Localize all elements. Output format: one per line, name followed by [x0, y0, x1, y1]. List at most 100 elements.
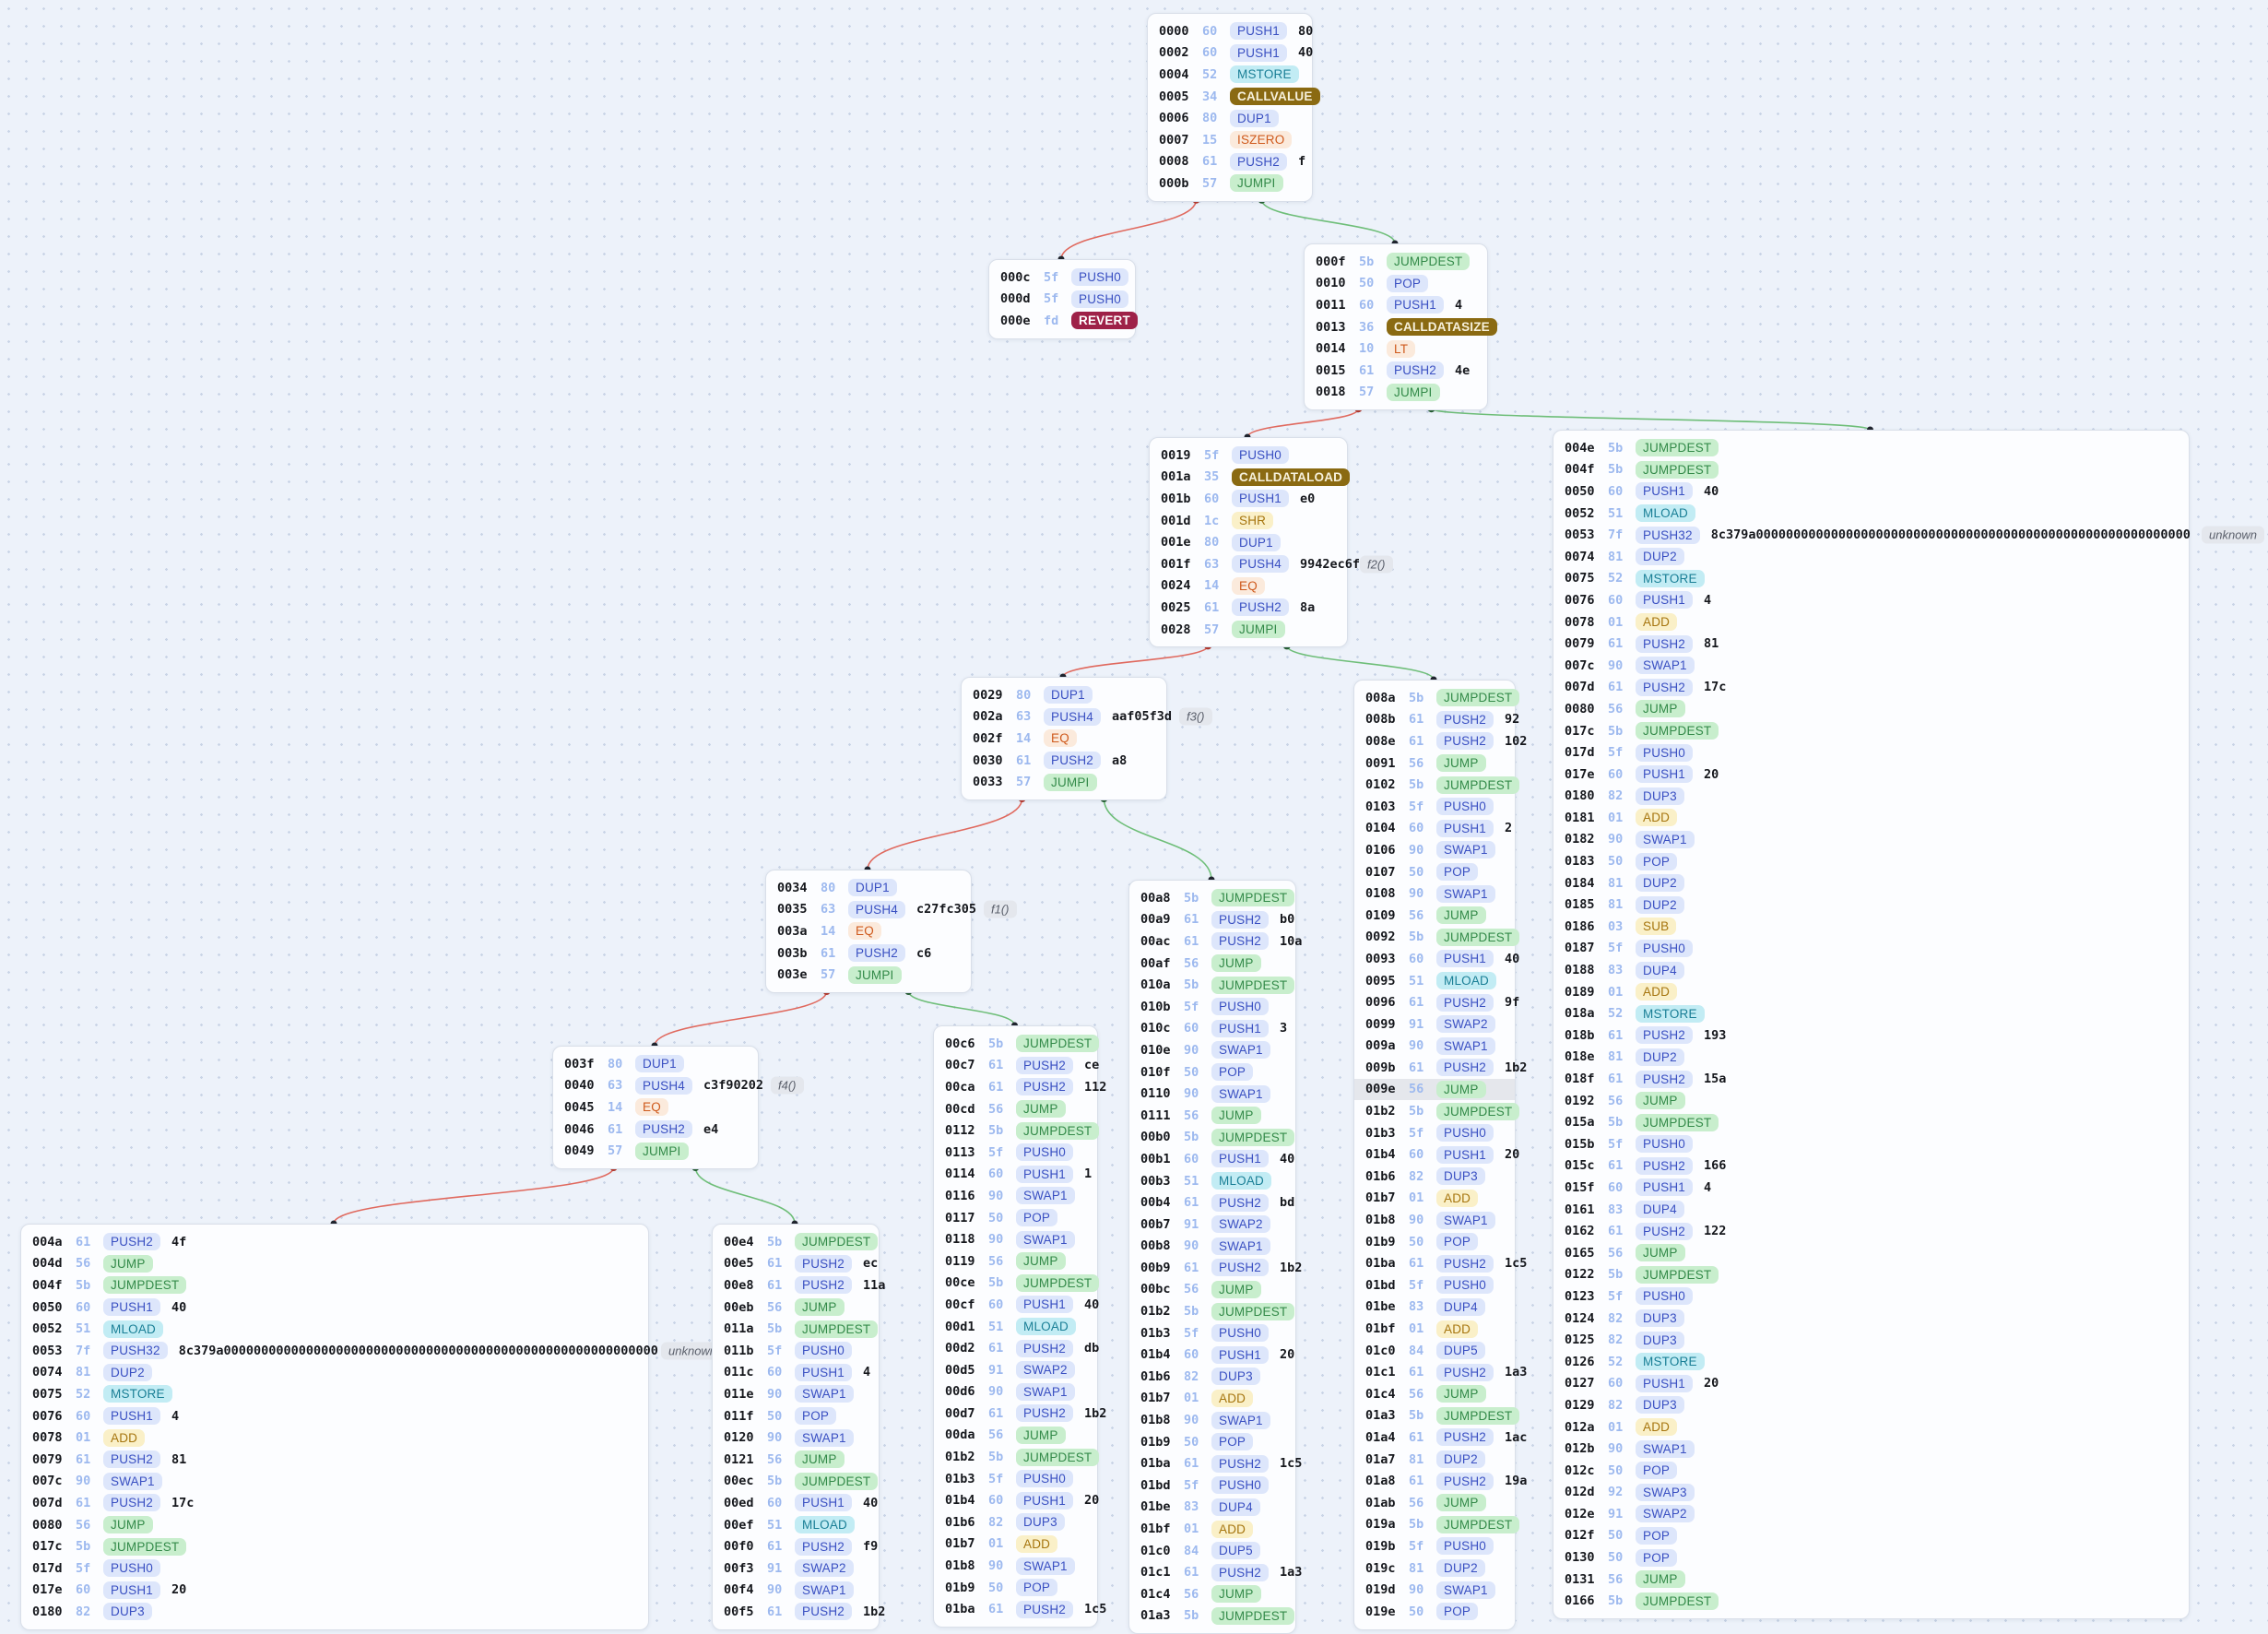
instruction-row-017e[interactable]: 017e60PUSH120: [21, 1580, 648, 1602]
instruction-row-010e[interactable]: 010e90SWAP1: [1129, 1039, 1295, 1061]
instruction-row-0186[interactable]: 018603SUB: [1553, 916, 2189, 938]
instruction-row-01a3[interactable]: 01a35bJUMPDEST: [1354, 1405, 1520, 1427]
instruction-row-0189[interactable]: 018901ADD: [1553, 981, 2189, 1003]
instruction-row-007d[interactable]: 007d61PUSH217c: [1553, 677, 2189, 699]
instruction-row-004f[interactable]: 004f5bJUMPDEST: [1553, 459, 2189, 481]
instruction-row-019a[interactable]: 019a5bJUMPDEST: [1354, 1514, 1520, 1536]
instruction-row-0108[interactable]: 010890SWAP1: [1354, 882, 1515, 905]
instruction-row-0035[interactable]: 003563PUSH4c27fc305f1(): [766, 899, 1017, 921]
instruction-row-0127[interactable]: 012760PUSH120: [1553, 1373, 2189, 1395]
instruction-row-015f[interactable]: 015f60PUSH14: [1553, 1177, 2189, 1199]
instruction-row-0006[interactable]: 000680DUP1: [1148, 107, 1312, 129]
instruction-row-0011[interactable]: 001160PUSH14: [1305, 294, 1487, 316]
instruction-row-004d[interactable]: 004d56JUMP: [21, 1253, 648, 1275]
instruction-row-00c7[interactable]: 00c761PUSH2ce: [934, 1055, 1099, 1077]
basic-block-node-0000[interactable]: 000060PUSH180000260PUSH140000452MSTORE00…: [1147, 13, 1320, 202]
instruction-row-0118[interactable]: 011890SWAP1: [934, 1228, 1097, 1250]
instruction-row-01c4[interactable]: 01c456JUMP: [1129, 1583, 1295, 1605]
instruction-row-007c[interactable]: 007c90SWAP1: [1553, 655, 2189, 677]
instruction-row-0107[interactable]: 010750POP: [1354, 861, 1515, 883]
instruction-row-00ed[interactable]: 00ed60PUSH140: [713, 1492, 879, 1514]
instruction-row-01bf[interactable]: 01bf01ADD: [1129, 1518, 1295, 1540]
instruction-row-002f[interactable]: 002f14EQ: [962, 728, 1166, 750]
instruction-row-0183[interactable]: 018350POP: [1553, 850, 2189, 872]
instruction-row-01b3[interactable]: 01b35fPUSH0: [934, 1468, 1097, 1490]
instruction-row-0182[interactable]: 018290SWAP1: [1553, 829, 2189, 851]
instruction-row-0049[interactable]: 004957JUMPI: [553, 1140, 758, 1162]
instruction-row-01a8[interactable]: 01a861PUSH219a: [1354, 1470, 1527, 1492]
instruction-row-01b2[interactable]: 01b25bJUMPDEST: [1129, 1300, 1295, 1322]
instruction-row-0024[interactable]: 002414EQ: [1150, 575, 1347, 598]
instruction-row-0007[interactable]: 000715ISZERO: [1148, 129, 1312, 151]
instruction-row-00f0[interactable]: 00f061PUSH2f9: [713, 1535, 879, 1557]
instruction-row-0092[interactable]: 00925bJUMPDEST: [1354, 927, 1520, 949]
instruction-row-00ac[interactable]: 00ac61PUSH210a: [1129, 930, 1302, 953]
instruction-row-0121[interactable]: 012156JUMP: [713, 1449, 879, 1471]
instruction-row-01b4[interactable]: 01b460PUSH120: [1354, 1143, 1519, 1166]
instruction-row-0025[interactable]: 002561PUSH28a: [1150, 597, 1347, 619]
instruction-row-0053[interactable]: 00537fPUSH328c379a0000000000000000000000…: [21, 1340, 725, 1362]
instruction-row-00d6[interactable]: 00d690SWAP1: [934, 1381, 1097, 1403]
basic-block-node-000f[interactable]: 000f5bJUMPDEST001050POP001160PUSH1400133…: [1304, 243, 1497, 411]
instruction-row-012b[interactable]: 012b90SWAP1: [1553, 1438, 2189, 1460]
instruction-row-019c[interactable]: 019c81DUP2: [1354, 1557, 1515, 1580]
instruction-row-011a[interactable]: 011a5bJUMPDEST: [713, 1318, 879, 1340]
instruction-row-0113[interactable]: 01135fPUSH0: [934, 1142, 1097, 1164]
instruction-row-0033[interactable]: 003357JUMPI: [962, 771, 1166, 793]
instruction-row-000c[interactable]: 000c5fPUSH0: [989, 266, 1135, 289]
instruction-row-00b4[interactable]: 00b461PUSH2bd: [1129, 1191, 1295, 1214]
instruction-row-0034[interactable]: 003480DUP1: [766, 877, 971, 899]
instruction-row-0126[interactable]: 012652MSTORE: [1553, 1351, 2189, 1373]
instruction-row-0080[interactable]: 008056JUMP: [1553, 698, 2189, 720]
instruction-row-018b[interactable]: 018b61PUSH2193: [1553, 1024, 2189, 1047]
instruction-row-01b9[interactable]: 01b950POP: [1129, 1431, 1295, 1453]
instruction-row-0005[interactable]: 000534CALLVALUE: [1148, 86, 1320, 108]
instruction-row-0079[interactable]: 007961PUSH281: [1553, 633, 2189, 655]
instruction-row-0106[interactable]: 010690SWAP1: [1354, 839, 1515, 861]
instruction-row-0116[interactable]: 011690SWAP1: [934, 1185, 1097, 1207]
instruction-row-001f[interactable]: 001f63PUSH49942ec6ff2(): [1150, 553, 1393, 575]
instruction-row-01bd[interactable]: 01bd5fPUSH0: [1354, 1274, 1515, 1297]
basic-block-node-0034[interactable]: 003480DUP1003563PUSH4c27fc305f1()003a14E…: [765, 870, 1017, 993]
instruction-row-0095[interactable]: 009551MLOAD: [1354, 970, 1515, 992]
instruction-row-01b8[interactable]: 01b890SWAP1: [1129, 1409, 1295, 1431]
instruction-row-0131[interactable]: 013156JUMP: [1553, 1569, 2189, 1591]
instruction-row-0079[interactable]: 007961PUSH281: [21, 1449, 648, 1471]
instruction-row-00b9[interactable]: 00b961PUSH21b2: [1129, 1257, 1302, 1279]
instruction-row-00bc[interactable]: 00bc56JUMP: [1129, 1279, 1295, 1301]
instruction-row-00af[interactable]: 00af56JUMP: [1129, 953, 1295, 975]
instruction-row-0110[interactable]: 011090SWAP1: [1129, 1083, 1295, 1105]
instruction-row-002a[interactable]: 002a63PUSH4aaf05f3df3(): [962, 706, 1212, 728]
instruction-row-0180[interactable]: 018082DUP3: [21, 1601, 648, 1623]
instruction-row-00ec[interactable]: 00ec5bJUMPDEST: [713, 1471, 879, 1493]
instruction-row-01b7[interactable]: 01b701ADD: [1129, 1388, 1295, 1410]
basic-block-node-000c[interactable]: 000c5fPUSH0000d5fPUSH0000efdREVERT: [988, 259, 1138, 339]
instruction-row-0053[interactable]: 00537fPUSH328c379a0000000000000000000000…: [1553, 524, 2265, 546]
instruction-row-010c[interactable]: 010c60PUSH13: [1129, 1018, 1295, 1040]
instruction-row-01be[interactable]: 01be83DUP4: [1354, 1297, 1515, 1319]
instruction-row-012d[interactable]: 012d92SWAP3: [1553, 1482, 2189, 1504]
basic-block-node-00c6[interactable]: 00c65bJUMPDEST00c761PUSH2ce00ca61PUSH211…: [933, 1025, 1106, 1628]
instruction-row-01c0[interactable]: 01c084DUP5: [1129, 1540, 1295, 1562]
instruction-row-000e[interactable]: 000efdREVERT: [989, 310, 1138, 332]
instruction-row-017d[interactable]: 017d5fPUSH0: [1553, 741, 2189, 764]
instruction-row-01b2[interactable]: 01b25bJUMPDEST: [934, 1446, 1100, 1468]
instruction-row-0119[interactable]: 011956JUMP: [934, 1250, 1097, 1273]
instruction-row-0104[interactable]: 010460PUSH12: [1354, 818, 1515, 840]
instruction-row-01b7[interactable]: 01b701ADD: [1354, 1188, 1515, 1210]
instruction-row-00d7[interactable]: 00d761PUSH21b2: [934, 1403, 1106, 1425]
instruction-row-015b[interactable]: 015b5fPUSH0: [1553, 1133, 2189, 1155]
instruction-row-009b[interactable]: 009b61PUSH21b2: [1354, 1057, 1527, 1079]
instruction-row-0000[interactable]: 000060PUSH180: [1148, 20, 1313, 42]
instruction-row-0008[interactable]: 000861PUSH2f: [1148, 151, 1312, 173]
instruction-row-012f[interactable]: 012f50POP: [1553, 1525, 2189, 1547]
instruction-row-0166[interactable]: 01665bJUMPDEST: [1553, 1590, 2189, 1612]
instruction-row-004a[interactable]: 004a61PUSH24f: [21, 1231, 648, 1253]
instruction-row-0050[interactable]: 005060PUSH140: [21, 1297, 648, 1319]
instruction-row-019e[interactable]: 019e50POP: [1354, 1601, 1515, 1623]
instruction-row-011f[interactable]: 011f50POP: [713, 1405, 879, 1427]
instruction-row-00ef[interactable]: 00ef51MLOAD: [713, 1514, 879, 1536]
instruction-row-003a[interactable]: 003a14EQ: [766, 920, 971, 942]
instruction-row-0103[interactable]: 01035fPUSH0: [1354, 796, 1515, 818]
instruction-row-008e[interactable]: 008e61PUSH2102: [1354, 730, 1527, 752]
